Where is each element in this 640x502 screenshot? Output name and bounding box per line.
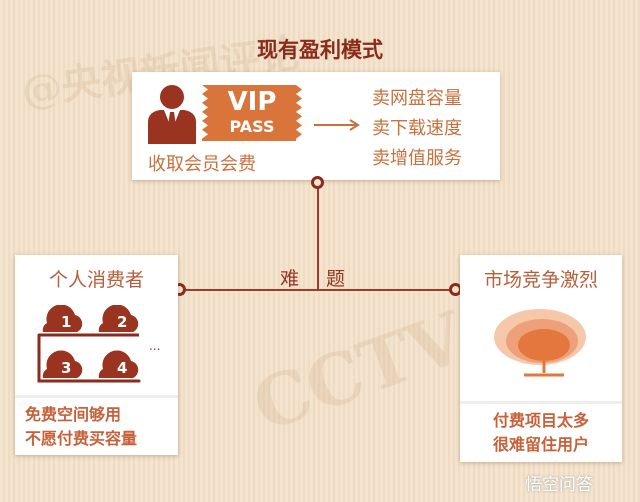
reason-line: 免费空间够用 [25, 405, 122, 424]
problem-label-right: 题 [326, 268, 346, 290]
membership-fee-caption: 收取会员会费 [148, 154, 256, 175]
cloud-number: 1 [61, 313, 72, 331]
consumer-reasons: 免费空间够用 不愿付费买容量 [25, 403, 137, 451]
connector-node [311, 176, 324, 189]
revenue-item: 卖下载速度 [372, 118, 462, 139]
divider [15, 395, 178, 398]
competition-title: 市场竞争激烈 [483, 269, 598, 291]
reason-line: 很难留住用户 [492, 435, 589, 454]
revenue-item: 卖增值服务 [372, 148, 462, 169]
vip-label: VIP [227, 87, 277, 117]
revenue-item: 卖网盘容量 [372, 88, 462, 109]
revenue-list: 卖网盘容量 卖下载速度 卖增值服务 [372, 84, 462, 174]
competition-reasons: 付费项目太多 很难留住用户 [460, 409, 622, 457]
vip-pass-ticket: VIP PASS [202, 85, 302, 141]
problem-label-left: 难 [280, 268, 300, 290]
wukong-logo: 悟空问答 [525, 475, 593, 495]
pass-label: PASS [229, 117, 275, 136]
divider [460, 401, 622, 404]
watermark-cctv: CCTV [242, 295, 476, 448]
more-ellipsis: ... [149, 339, 161, 353]
current-model-box: VIP PASS 收取会员会费 卖网盘容量 卖下载速度 卖增值服务 [132, 72, 500, 180]
connector-horizontal [186, 289, 450, 291]
consumer-title: 个人消费者 [48, 269, 144, 291]
page-title: 现有盈利模式 [257, 38, 383, 62]
cloud-network-icon [494, 309, 586, 377]
cloud-number: 3 [61, 359, 72, 377]
cloud-accounts-icon [37, 305, 141, 383]
reason-line: 付费项目太多 [492, 411, 589, 430]
reason-line: 不愿付费买容量 [25, 429, 138, 448]
arrow-right-icon [314, 119, 360, 131]
cloud-number: 4 [117, 359, 128, 377]
businessman-icon [148, 85, 196, 144]
connector-vertical [317, 188, 319, 290]
competition-box: 市场竞争激烈 付费项目太多 很难留住用户 [460, 255, 622, 462]
cloud-number: 2 [117, 313, 128, 331]
consumer-box: 个人消费者 1 2 3 4 ... 免费空间够用 不愿付费买容量 [15, 255, 178, 455]
